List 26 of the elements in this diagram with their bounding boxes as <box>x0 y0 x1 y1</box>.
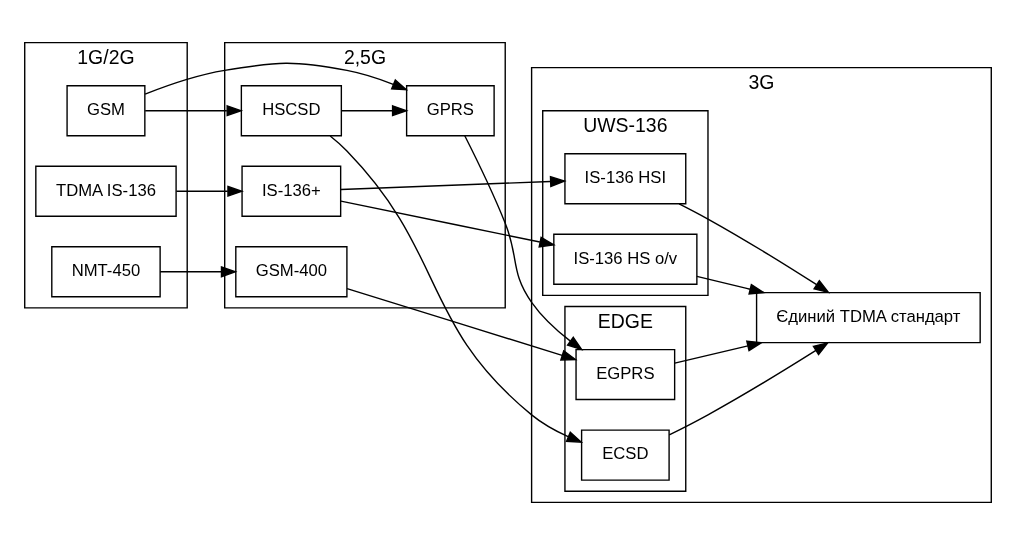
arrow <box>341 104 409 117</box>
arrow <box>674 339 764 364</box>
node-box: IS-136 HS o/v <box>553 233 698 285</box>
node-box: Єдиний TDMA стандарт <box>755 291 981 343</box>
arrow <box>159 265 238 278</box>
node-box: GPRS <box>405 84 495 136</box>
arrow <box>340 199 556 248</box>
node-box: IS-136 HSI <box>564 152 687 204</box>
node-box: GSM <box>66 84 146 136</box>
arrow <box>340 175 567 190</box>
arrow <box>329 134 584 443</box>
node-box: ECSD <box>580 428 670 481</box>
arrow <box>464 134 584 351</box>
node-box: HSCSD <box>240 84 343 136</box>
arrow <box>346 287 578 361</box>
arrow <box>678 202 831 293</box>
arrow <box>144 62 409 95</box>
arrow <box>144 104 244 117</box>
arrow <box>175 184 244 197</box>
node-box: GSM-400 <box>235 245 348 297</box>
arrow <box>696 275 766 295</box>
node-box: TDMA IS-136 <box>35 165 177 217</box>
node-box: NMT-450 <box>51 245 161 297</box>
node-box: IS-136+ <box>241 165 342 217</box>
node-box: EGPRS <box>575 348 676 400</box>
arrow <box>668 341 830 436</box>
